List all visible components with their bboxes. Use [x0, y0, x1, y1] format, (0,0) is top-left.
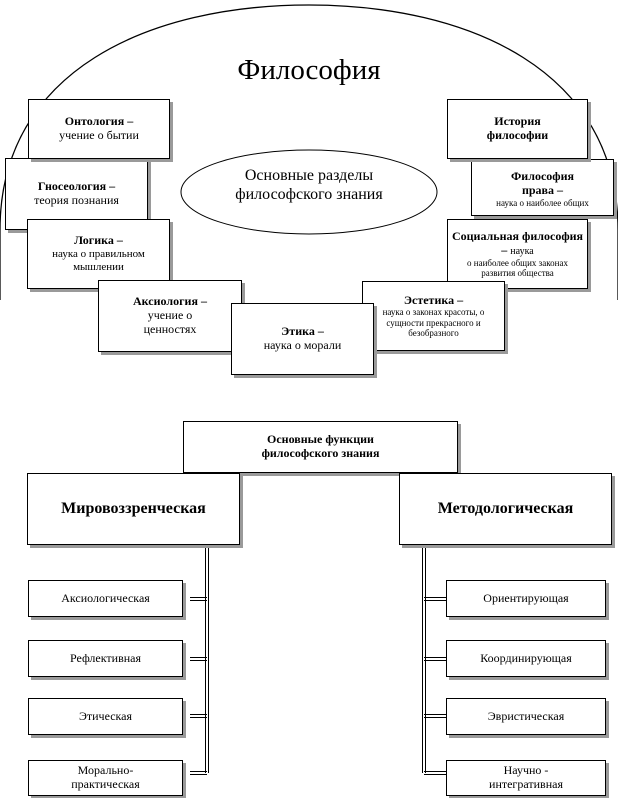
node-gnoseology-title: Гносеология –: [37, 179, 116, 194]
methodological-item: Эвристическая: [446, 698, 606, 735]
worldview-item-label: Аксиологическая: [61, 590, 150, 605]
node-gnoseology: Гносеология – теория познания: [5, 158, 148, 230]
worldview-item: Этическая: [28, 698, 183, 735]
worldview-box: Мировоззренческая: [27, 473, 240, 545]
worldview-item-label: Морально-практическая: [71, 763, 140, 791]
branch-right-4: [424, 771, 446, 775]
methodological-item-label: Ориентирующая: [483, 590, 569, 605]
center-ellipse: [180, 149, 438, 235]
node-logic: Логика – наука о правильном мышлении: [27, 219, 170, 289]
center-label: Основные разделы философского знания: [235, 167, 383, 204]
branch-right-1: [424, 597, 446, 601]
node-social-desc: о наиболее общих законах развития общест…: [467, 257, 568, 278]
branch-left-4: [190, 771, 207, 775]
philosophy-title: Философия: [237, 54, 381, 86]
node-axiology: Аксиология – учение о ценностях: [98, 280, 242, 352]
methodological-item: Научно - интегративная: [446, 760, 606, 796]
node-aesthetics-title: Эстетика –: [403, 292, 464, 307]
branch-right-3: [424, 714, 446, 718]
node-social: Социальная философия – наука о наиболее …: [447, 219, 588, 289]
node-axiology-desc: учение о ценностях: [143, 308, 197, 336]
node-axiology-title: Аксиология –: [133, 294, 207, 309]
node-history-title: История философии: [486, 114, 549, 142]
node-logic-desc: наука о правильном мышлении: [52, 248, 145, 273]
functions-title: Основные функции философского знания: [261, 432, 380, 460]
methodological-item-label: Эвристическая: [487, 708, 565, 723]
node-aesthetics: Эстетика – наука о законах красоты, о су…: [362, 281, 505, 351]
worldview-item: Рефлективная: [28, 640, 183, 677]
branch-right-2: [424, 657, 446, 661]
node-law: Философия права – наука о наиболее общих: [471, 159, 614, 216]
methodological-title: Методологическая: [437, 499, 574, 517]
worldview-item: Аксиологическая: [28, 580, 183, 617]
worldview-item-label: Рефлективная: [69, 650, 142, 665]
node-history: История философии: [447, 99, 588, 159]
methodological-item: Координирующая: [446, 640, 606, 677]
branch-left-1: [190, 597, 207, 601]
node-ontology-desc: учение о бытии: [59, 128, 139, 142]
methodological-box: Методологическая: [399, 473, 612, 545]
worldview-item: Морально-практическая: [28, 760, 183, 796]
node-ethics-desc: наука о морали: [263, 338, 342, 352]
methodological-item-label: Координирующая: [480, 650, 572, 665]
node-logic-title: Логика –: [74, 233, 123, 248]
node-ethics: Этика – наука о морали: [231, 303, 374, 375]
node-ontology-title: Онтология –: [64, 114, 134, 129]
worldview-title: Мировоззренческая: [61, 499, 206, 517]
methodological-item: Ориентирующая: [446, 580, 606, 617]
branch-left-3: [190, 714, 207, 718]
node-gnoseology-desc: теория познания: [34, 193, 119, 207]
node-ethics-title: Этика –: [281, 324, 324, 339]
methodological-item-label: Научно - интегративная: [489, 763, 563, 791]
functions-title-box: Основные функции философского знания: [183, 421, 458, 473]
node-ontology: Онтология – учение о бытии: [28, 99, 170, 159]
methodological-connector: [422, 545, 426, 773]
node-social-title: Социальная философия –: [451, 229, 584, 257]
node-law-desc: наука о наиболее общих: [496, 197, 589, 208]
worldview-item-label: Этическая: [78, 708, 133, 723]
node-aesthetics-desc: наука о законах красоты, о сущности прек…: [382, 307, 485, 339]
worldview-connector: [205, 545, 209, 773]
node-social-tail: наука: [510, 245, 534, 257]
node-law-title: Философия права –: [511, 169, 574, 197]
branch-left-2: [190, 657, 207, 661]
